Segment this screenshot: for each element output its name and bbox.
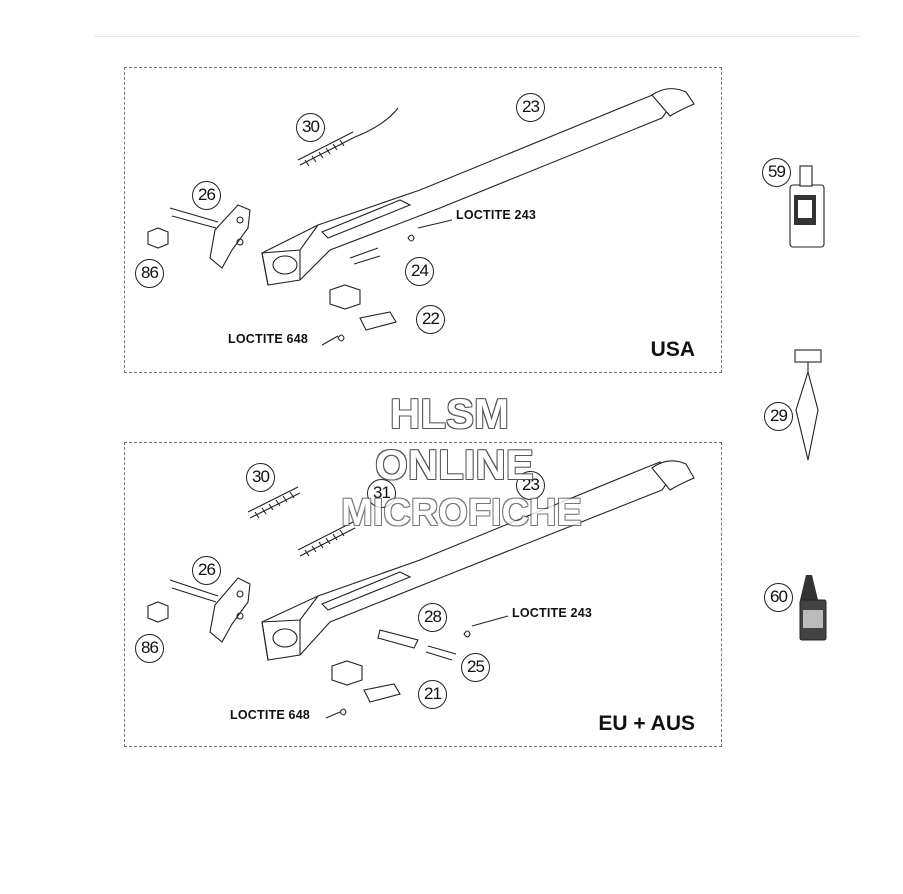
callout-60: 60 [764,583,793,612]
callout-22-usa: 22 [416,305,445,334]
loctite-648-label-usa: LOCTITE 648 [228,332,308,346]
callout-59: 59 [762,158,791,187]
spring-usa [297,107,399,167]
leader-loctite-243-eu [471,615,509,627]
loctite-648-label-eu: LOCTITE 648 [230,708,310,722]
callout-29: 29 [764,402,793,431]
springs-eu [247,486,356,557]
callout-28-eu: 28 [418,603,447,632]
leader-loctite-243-usa [417,219,453,229]
grease-brush-icon [794,349,822,461]
callout-21-eu: 21 [418,680,447,709]
bracket-usa [147,204,251,269]
side-stand-usa [261,88,695,286]
side-stand-eu [261,460,695,661]
loctite-tube-icon [799,575,827,641]
leader-loctite-648-usa [321,335,339,346]
loctite-bottle-icon [789,165,825,248]
usa-diagram-panel: USA [124,67,722,373]
bolts-eu [331,629,471,716]
callout-31-eu: 31 [367,479,396,508]
region-label-usa: USA [650,338,695,361]
loctite-243-label-eu: LOCTITE 243 [512,606,592,620]
leader-loctite-648-eu [325,711,341,719]
bracket-eu [147,577,251,643]
callout-23-eu: 23 [516,471,545,500]
callout-24-usa: 24 [405,257,434,286]
loctite-243-label-usa: LOCTITE 243 [456,208,536,222]
callout-86-usa: 86 [135,259,164,288]
bolts-usa [329,234,415,342]
callout-23-usa: 23 [516,93,545,122]
callout-30-usa: 30 [296,113,325,142]
callout-25-eu: 25 [461,653,490,682]
callout-26-eu: 26 [192,556,221,585]
callout-30-eu: 30 [246,463,275,492]
header-divider [94,36,859,37]
callout-26-usa: 26 [192,181,221,210]
callout-86-eu: 86 [135,634,164,663]
region-label-eu: EU + AUS [598,712,695,735]
eu-diagram-panel: EU + AUS [124,442,722,747]
